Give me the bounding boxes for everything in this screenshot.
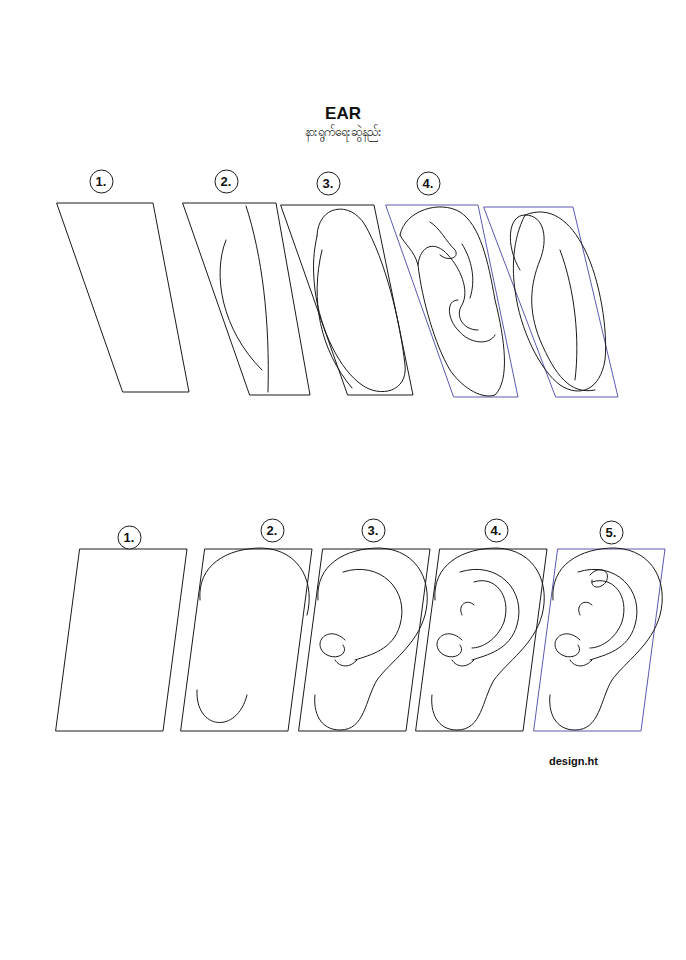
ear-curve [220,240,262,370]
ear-curve [317,250,352,388]
ear-curve [590,581,624,648]
circle-outline [417,172,440,195]
ear-outline [315,548,428,730]
ear-curve [343,569,402,660]
ear-outline [550,548,663,730]
ear-curve [590,570,607,587]
circle-outline [215,170,238,193]
step-number: 4. [484,518,509,543]
callout-number: 1. [89,174,114,189]
callout-number: 2. [260,523,285,538]
bottom-step-1 [56,549,187,731]
callout-number: 5. [599,525,624,540]
guide-frame [386,205,518,397]
title: EAR [325,104,361,124]
step-number: 4. [416,171,441,196]
guide-frame [534,549,665,731]
circle-outline [118,526,141,549]
bottom-step-2 [181,548,312,731]
callout-number: 1. [117,530,142,545]
ear-curve [578,569,637,660]
callout-number: 2. [214,174,239,189]
step-number: 5. [599,520,624,545]
top-step-1 [57,203,189,392]
ear-curve [460,569,519,660]
ear-curve [560,250,577,380]
top-step-5 [484,207,618,397]
guide-frame [181,549,312,731]
circle-outline [90,170,113,193]
top-step-3 [281,205,413,395]
ear-curve [472,581,506,648]
subtitle: နားရွက်ရေးဆွဲနည်း [305,124,382,142]
ear-outline [314,209,406,392]
circle-outline [485,519,508,542]
ear-curve [437,634,474,666]
ear-curve [320,634,357,666]
ear-outline [513,212,605,391]
guide-frame [484,207,618,397]
circle-outline [261,519,284,542]
ear-curve [246,206,268,392]
credit-mark: design.ht [549,755,598,767]
circle-outline [362,519,385,542]
callout-number: 4. [484,523,509,538]
guide-frame [57,203,189,392]
guide-frame [281,205,413,395]
bottom-step-5 [534,548,665,731]
circle-outline [600,521,623,544]
ear-outline [400,207,504,396]
callout-number: 4. [416,176,441,191]
guide-frame [299,549,430,731]
callout-number: 3. [316,176,341,191]
circle-outline [317,172,340,195]
bottom-step-3 [299,548,430,731]
ear-curve [510,215,595,391]
step-number: 3. [316,171,341,196]
guide-frame [416,549,547,731]
ear-outline [432,548,545,730]
ear-curve [462,244,473,298]
step-number: 3. [361,518,386,543]
top-step-4 [386,205,518,397]
guide-frame [56,549,187,731]
ear-curve [461,602,474,615]
bottom-step-4 [416,548,547,731]
step-number: 2. [260,518,285,543]
callout-number: 3. [361,523,386,538]
ear-curve [579,602,592,615]
ear-curve [430,222,456,259]
ear-curve [197,690,247,723]
ear-curve [555,634,592,666]
step-number: 1. [89,169,114,194]
step-number: 2. [214,169,239,194]
ear-curve [449,300,495,342]
step-number: 1. [117,525,142,550]
ear-curve [200,548,309,615]
